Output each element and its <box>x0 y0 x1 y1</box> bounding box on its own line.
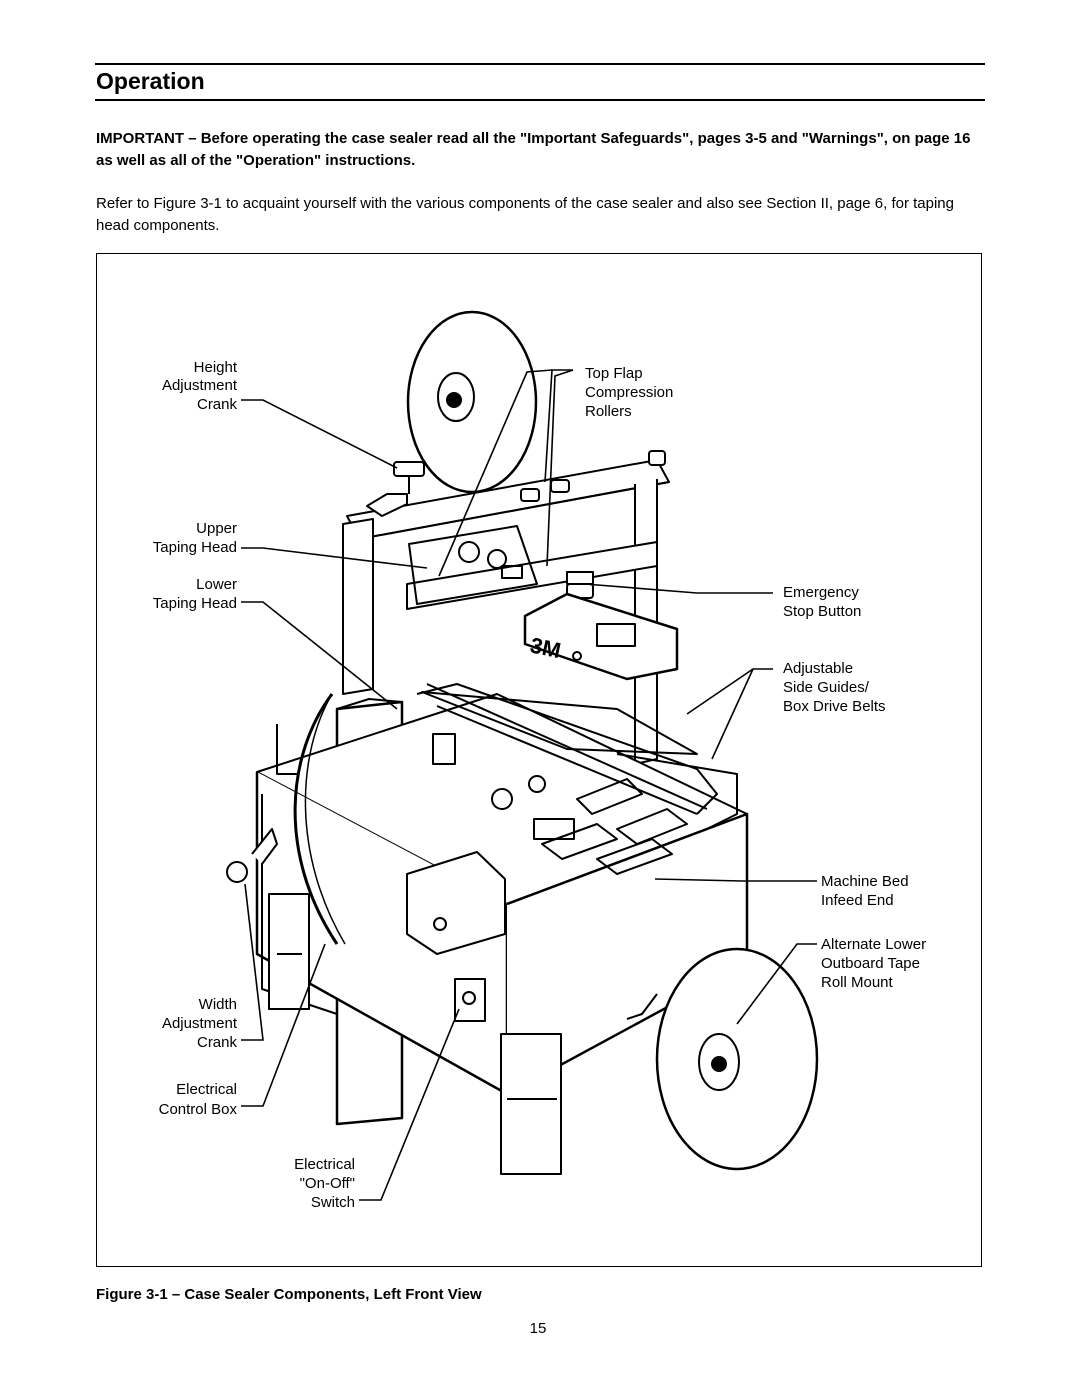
label-side-guides-3: Box Drive Belts <box>783 698 886 715</box>
label-width-crank-3: Crank <box>197 1034 238 1051</box>
label-lower-head-2: Taping Head <box>153 595 237 612</box>
top-rule <box>95 63 985 65</box>
leader-lines <box>241 369 817 1201</box>
page-number: 15 <box>0 1320 1080 1337</box>
label-side-guides-1: Adjustable <box>783 660 853 677</box>
label-side-guides-2: Side Guides/ <box>783 679 870 696</box>
label-control-box-2: Control Box <box>159 1101 238 1118</box>
label-on-off-1: Electrical <box>294 1156 355 1173</box>
label-emergency-2: Stop Button <box>783 603 861 620</box>
label-control-box-1: Electrical <box>176 1081 237 1098</box>
label-height-crank-1: Height <box>194 359 238 376</box>
label-emergency-1: Emergency <box>783 584 859 601</box>
svg-text:3M: 3M <box>528 632 563 663</box>
label-height-crank-3: Crank <box>197 396 238 413</box>
machine-drawing: 3M <box>226 310 819 1175</box>
label-top-flap-3: Rollers <box>585 403 632 420</box>
title-underline <box>95 99 985 101</box>
label-height-crank-2: Adjustment <box>162 377 238 394</box>
figure-caption: Figure 3-1 – Case Sealer Components, Lef… <box>96 1286 482 1303</box>
label-width-crank-1: Width <box>199 996 237 1013</box>
label-top-flap-1: Top Flap <box>585 365 643 382</box>
label-on-off-3: Switch <box>311 1194 355 1211</box>
important-notice: IMPORTANT – Before operating the case se… <box>96 130 971 169</box>
case-sealer-illustration: 3M <box>153 310 926 1211</box>
label-upper-head-1: Upper <box>196 520 237 537</box>
label-on-off-2: "On-Off" <box>300 1175 355 1192</box>
label-upper-head-2: Taping Head <box>153 539 237 556</box>
page-number-text: 15 <box>529 1320 547 1337</box>
intro-paragraph: Refer to Figure 3-1 to acquaint yourself… <box>96 195 954 234</box>
label-alt-mount-1: Alternate Lower <box>821 936 926 953</box>
label-lower-head-1: Lower <box>196 576 237 593</box>
label-top-flap-2: Compression <box>585 384 673 401</box>
figure-frame: 3M <box>96 253 982 1267</box>
label-machine-bed-2: Infeed End <box>821 892 894 909</box>
label-alt-mount-2: Outboard Tape <box>821 955 920 972</box>
label-alt-mount-3: Roll Mount <box>821 974 894 991</box>
section-title: Operation <box>96 68 205 94</box>
lower-tape-roll <box>655 947 819 1171</box>
label-width-crank-2: Adjustment <box>162 1015 238 1032</box>
top-tape-roll <box>406 310 538 494</box>
label-machine-bed-1: Machine Bed <box>821 873 909 890</box>
